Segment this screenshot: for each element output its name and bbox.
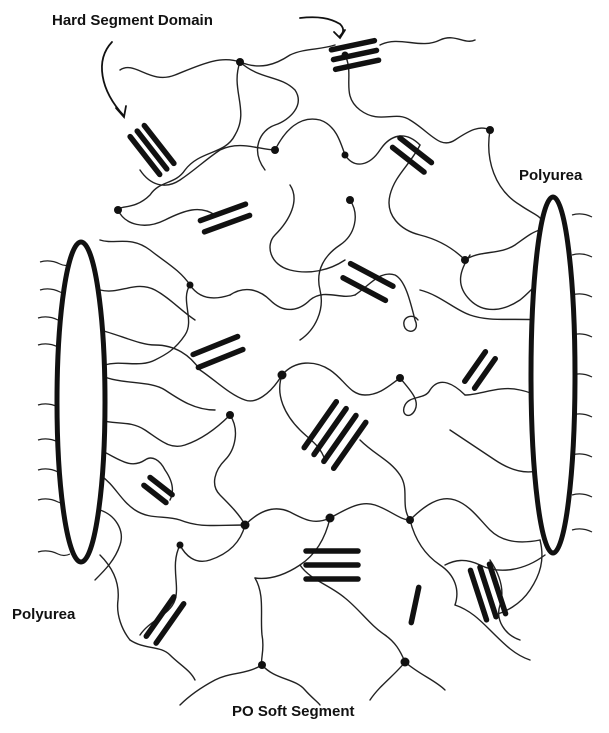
- hard-segment-domain: [306, 551, 358, 579]
- chain: [360, 440, 410, 520]
- chain: [180, 525, 245, 561]
- node: [177, 542, 184, 549]
- chain: [100, 286, 195, 320]
- arrow-left: [102, 42, 124, 116]
- chain: [140, 146, 275, 186]
- chain: [100, 555, 130, 640]
- soft-segment-chains: [95, 38, 545, 705]
- chain: [300, 200, 355, 340]
- chain: [450, 430, 540, 472]
- hard-segment-domain: [393, 138, 432, 172]
- node: [461, 256, 469, 264]
- polyurea-particle-left: [38, 242, 105, 562]
- hard-segment-domain: [465, 352, 495, 388]
- node: [226, 411, 234, 419]
- chain: [380, 38, 475, 45]
- polyurea-left-label: Polyurea: [12, 606, 75, 623]
- hard-segment-domain: [331, 41, 378, 70]
- node: [241, 521, 250, 530]
- chain: [282, 363, 400, 395]
- node: [342, 152, 349, 159]
- chain: [270, 185, 345, 272]
- chain: [180, 665, 262, 705]
- hard-segment-domain: [193, 337, 243, 368]
- arrow-right: [300, 17, 343, 36]
- chain: [420, 290, 540, 320]
- node: [346, 196, 354, 204]
- hard-segment-domain: [411, 587, 418, 622]
- chain: [105, 285, 190, 365]
- node: [326, 514, 335, 523]
- polyurea-particle: [531, 197, 575, 553]
- node: [271, 146, 279, 154]
- hard-segment-domain: [144, 477, 172, 502]
- chain: [240, 62, 298, 170]
- arrowhead-right: [334, 30, 345, 38]
- node: [278, 371, 287, 380]
- chain: [100, 475, 245, 526]
- chain: [130, 640, 195, 680]
- chain: [245, 509, 330, 525]
- chain: [461, 255, 540, 309]
- node: [187, 282, 194, 289]
- chain: [370, 662, 405, 700]
- hard-segment-domain: [343, 264, 393, 301]
- node: [396, 374, 404, 382]
- chain: [465, 230, 540, 260]
- hard-segment-domain: [130, 126, 174, 175]
- chain: [255, 518, 330, 578]
- hard-segment-domain: [200, 204, 249, 232]
- junction-nodes: [114, 52, 494, 670]
- node: [401, 658, 410, 667]
- chain: [100, 415, 230, 446]
- hard-segment-domain-label: Hard Segment Domain: [52, 12, 213, 29]
- chain: [118, 62, 241, 210]
- chain: [410, 499, 540, 542]
- chain: [255, 578, 263, 665]
- polyurea-right-label: Polyurea: [519, 167, 582, 184]
- chain: [405, 662, 445, 690]
- polyurea-particle-right: [531, 197, 592, 553]
- chain: [330, 504, 410, 520]
- chain: [215, 415, 245, 525]
- polyurea-particle: [57, 242, 105, 562]
- node: [258, 661, 266, 669]
- chain: [345, 55, 490, 143]
- hard-segment-arrows: [102, 17, 345, 117]
- chain: [262, 665, 320, 705]
- chain: [400, 378, 465, 415]
- chain: [230, 290, 355, 310]
- chain: [100, 375, 215, 410]
- chain: [120, 45, 335, 77]
- node: [236, 58, 244, 66]
- hard-segment-domain: [470, 564, 505, 620]
- node: [406, 516, 414, 524]
- hard-segment-domain: [146, 597, 183, 643]
- chain: [100, 450, 172, 500]
- node: [486, 126, 494, 134]
- node: [114, 206, 122, 214]
- hard-segment-domain: [304, 402, 366, 469]
- chain: [200, 370, 282, 401]
- hard-segment-domains: [130, 41, 505, 643]
- po-soft-segment-label: PO Soft Segment: [232, 703, 355, 720]
- node: [342, 52, 349, 59]
